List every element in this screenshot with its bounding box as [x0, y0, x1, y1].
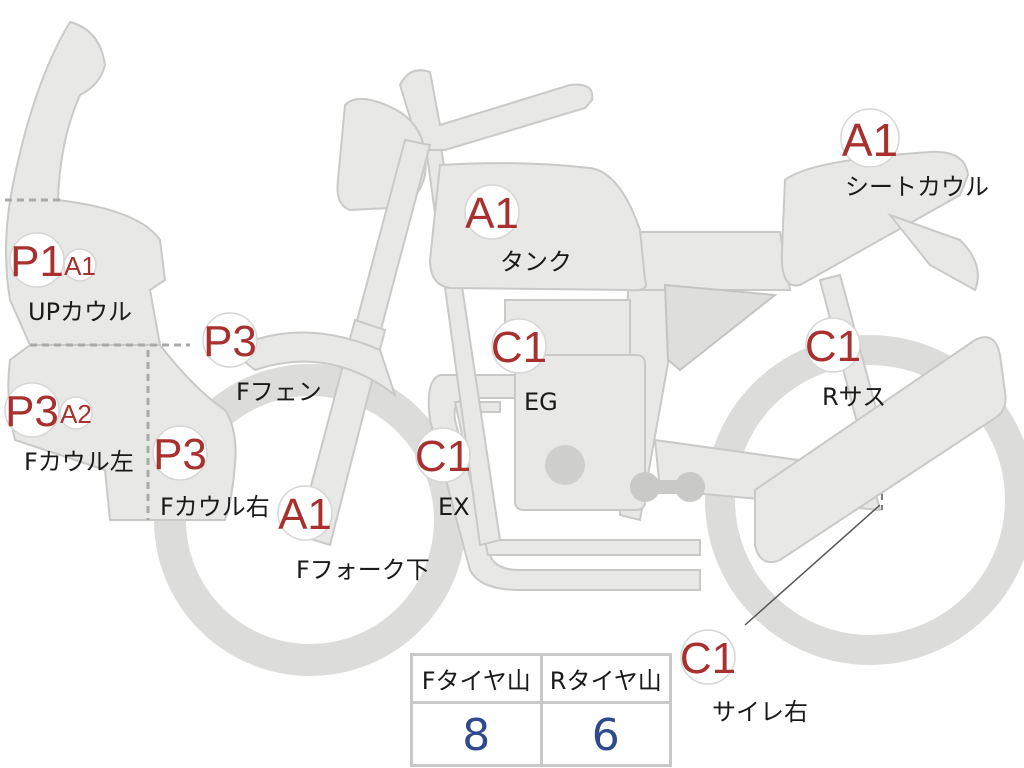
label-silencer-right: C1 サイレ右 [680, 629, 808, 726]
silencer-right-grade: C1 [680, 634, 736, 683]
label-seat-cowl: A1 シートカウル [840, 108, 989, 201]
tank-label: タンク [500, 248, 572, 276]
side-panel-shape [663, 283, 778, 372]
f-fender-label: Fフェン [236, 378, 322, 406]
f-cowl-right-grade: P3 [153, 430, 207, 479]
rear-suspension-label: Rサス [822, 383, 886, 411]
label-rear-suspension: C1 Rサス [805, 317, 886, 411]
label-f-fork-lower: A1 Fフォーク下 [277, 485, 430, 584]
f-cowl-left-subgrade: A2 [60, 399, 92, 429]
label-f-cowl-left: P3 A2 Fカウル左 [4, 382, 134, 476]
seat-cowl-grade: A1 [842, 114, 898, 166]
front-tire-header: Fタイヤ山 [421, 667, 531, 695]
seat-cowl-label: シートカウル [845, 173, 989, 201]
f-fork-lower-label: Fフォーク下 [296, 556, 430, 584]
handlebar-shape [398, 69, 594, 151]
rear-wheel [705, 335, 1024, 665]
tank-grade: A1 [465, 189, 519, 238]
rear-tire-header: Rタイヤ山 [539, 656, 670, 701]
label-exhaust: C1 EX [415, 427, 471, 521]
up-cowl-grade: P1 [10, 237, 64, 286]
engine-grade: C1 [491, 323, 547, 372]
label-engine: C1 EG [491, 318, 558, 416]
silencer-leader-line [744, 504, 881, 626]
f-fork-lower-grade: A1 [278, 490, 332, 539]
label-up-cowl: P1 A1 UPカウル [9, 232, 132, 326]
front-tire-value: 8 [462, 710, 491, 761]
exhaust-label: EX [438, 493, 470, 521]
tire-table-values: 8 6 [413, 704, 669, 767]
rear-suspension-grade: C1 [805, 322, 861, 371]
upper-cowl-shape [5, 20, 167, 346]
seat-cowl-shape [780, 150, 970, 287]
f-cowl-left-grade: P3 [5, 387, 59, 436]
engine-label: EG [524, 388, 558, 416]
rear-tire-value: 6 [539, 704, 670, 767]
tire-tread-table: Fタイヤ山 Rタイヤ山 8 6 [410, 653, 672, 767]
label-f-cowl-right: P3 Fカウル右 [152, 425, 270, 521]
up-cowl-subgrade: A1 [64, 251, 96, 281]
f-cowl-right-label: Fカウル右 [160, 493, 270, 521]
f-cowl-left-label: Fカウル左 [24, 448, 134, 476]
label-f-fender: P3 Fフェン [202, 312, 322, 406]
seat-shape [639, 231, 792, 291]
up-cowl-label: UPカウル [28, 298, 132, 326]
exhaust-grade: C1 [415, 432, 471, 481]
silencer-shape [754, 336, 1007, 564]
f-fender-grade: P3 [203, 317, 257, 366]
silencer-right-label: サイレ右 [712, 698, 808, 726]
tire-table-header: Fタイヤ山 Rタイヤ山 [413, 656, 669, 704]
label-tank: A1 タンク [464, 184, 572, 276]
seat-cowl-tail [887, 212, 979, 292]
front-fender-shape [228, 331, 397, 398]
